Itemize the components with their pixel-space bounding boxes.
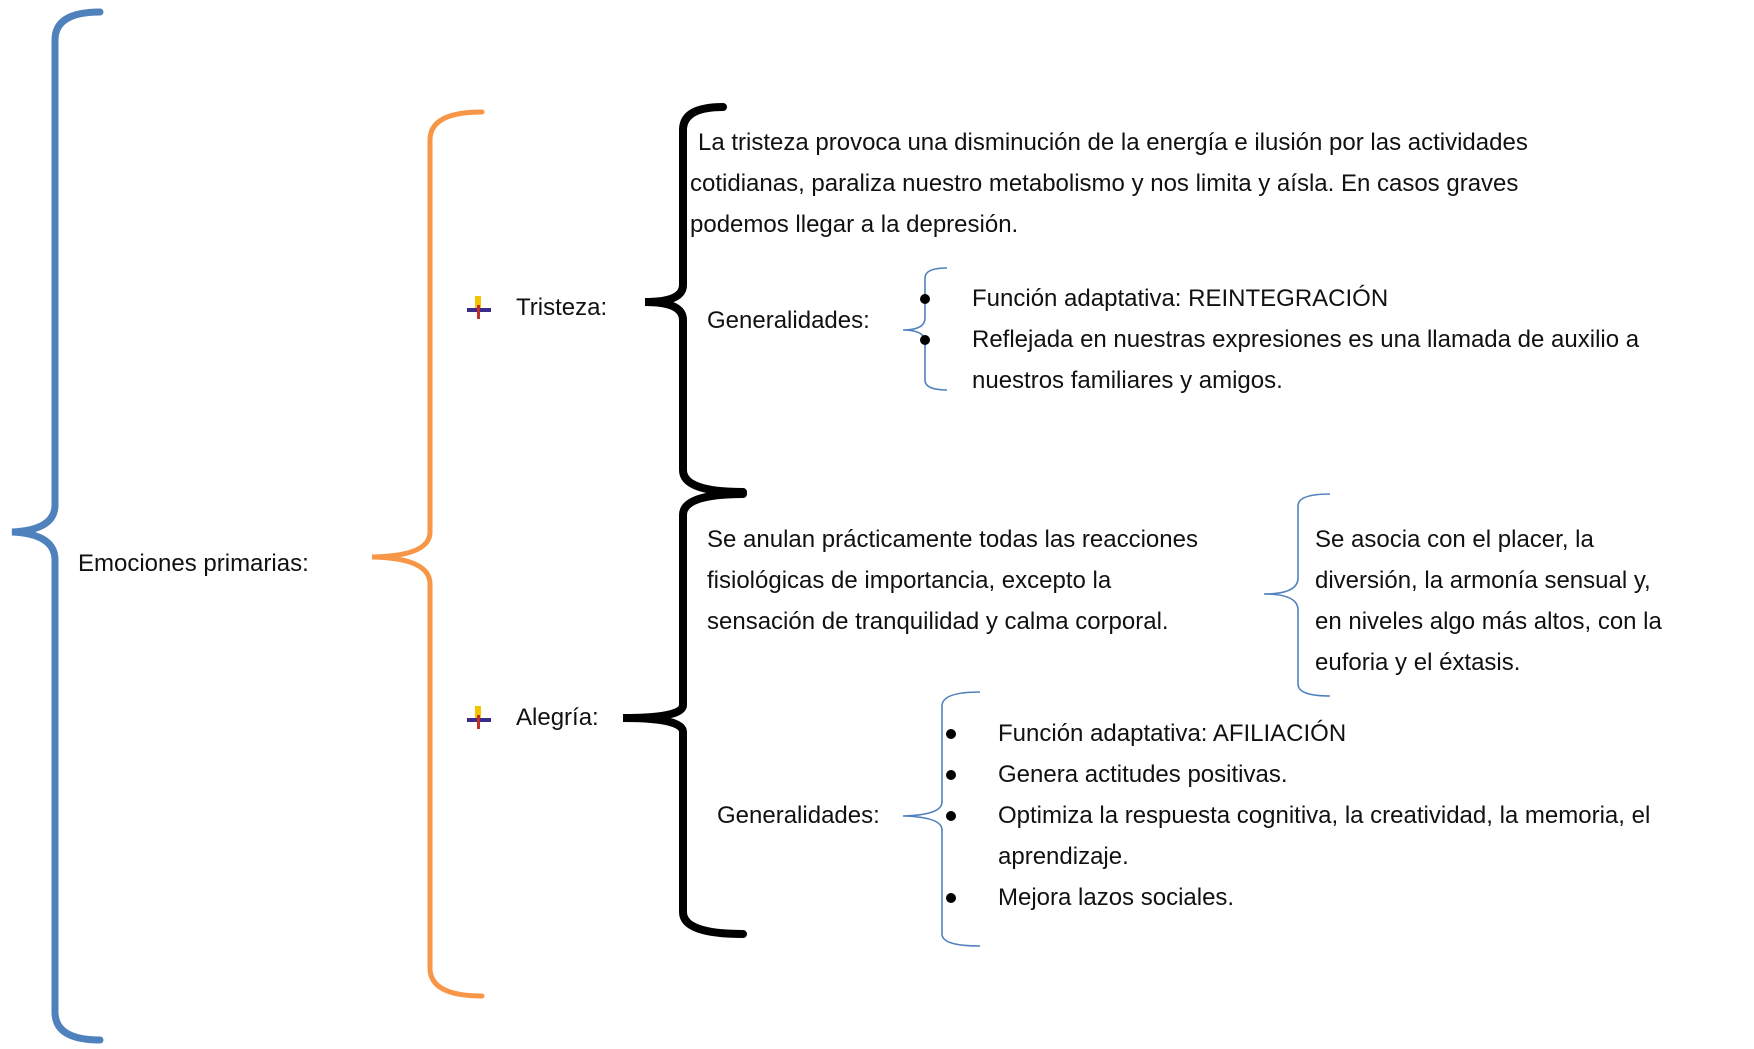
generalities-list: Función adaptativa: AFILIACIÓN Genera ac… (942, 713, 1650, 918)
bullet-marker-icon (467, 706, 491, 729)
root-label: Emociones primarias: (78, 550, 309, 577)
description-line: sensación de tranquilidad y calma corpor… (707, 608, 1169, 635)
association-line: Se asocia con el placer, la (1315, 526, 1594, 553)
association-line: en niveles algo más altos, con la (1315, 608, 1662, 635)
description-line: cotidianas, paraliza nuestro metabolismo… (690, 170, 1519, 197)
emotion-label: Alegría: (516, 704, 599, 731)
description-line: podemos llegar a la depresión. (690, 211, 1019, 238)
tristeza-generalidades-brace (902, 267, 948, 391)
generalities-label: Generalidades: (707, 307, 870, 334)
alegria-generalidades-brace (902, 691, 981, 947)
list-item: Función adaptativa: REINTEGRACIÓN (916, 278, 1639, 319)
generalities-list: Función adaptativa: REINTEGRACIÓN Reflej… (916, 278, 1639, 401)
alegria-brace (622, 490, 747, 938)
description-line: Se anulan prácticamente todas las reacci… (707, 526, 1198, 553)
list-item: Genera actitudes positivas. (942, 754, 1650, 795)
alegria-association-brace (1263, 493, 1331, 697)
description-line: fisiológicas de importancia, excepto la (707, 567, 1112, 594)
list-item: Mejora lazos sociales. (942, 877, 1650, 918)
bullet-marker-icon (467, 296, 491, 319)
association-line: euforia y el éxtasis. (1315, 649, 1521, 676)
tristeza-brace (644, 103, 747, 496)
emotions-brace (371, 109, 485, 999)
list-item: Reflejada en nuestras expresiones es una… (916, 319, 1639, 401)
list-item: Optimiza la respuesta cognitiva, la crea… (942, 795, 1650, 877)
emotion-label: Tristeza: (516, 294, 608, 321)
emotion-description: La tristeza provoca una disminución de l… (690, 122, 1528, 245)
list-item: Función adaptativa: AFILIACIÓN (942, 713, 1650, 754)
root-brace (11, 8, 104, 1044)
generalities-label: Generalidades: (717, 802, 880, 829)
emotion-association: Se asocia con el placer, la diversión, l… (1315, 519, 1662, 683)
emotion-description: Se anulan prácticamente todas las reacci… (707, 519, 1198, 642)
description-line: La tristeza provoca una disminución de l… (698, 129, 1528, 156)
association-line: diversión, la armonía sensual y, (1315, 567, 1651, 594)
